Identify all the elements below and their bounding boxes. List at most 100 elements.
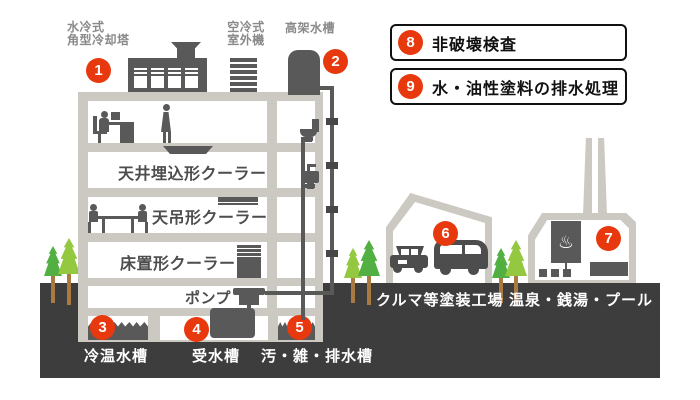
- tree-trunk: [51, 264, 55, 303]
- car-van-wheel: [468, 264, 479, 275]
- shaft-f5: [277, 286, 315, 308]
- tree-icon: [358, 240, 380, 305]
- outdoor-unit-label-line2: 室外機: [227, 33, 265, 47]
- tree-icon: [44, 246, 62, 303]
- badge-receiving-tank: 4: [184, 317, 209, 342]
- tree-icon: [492, 248, 510, 303]
- waste-water-tank-label: 汚・雑・排水槽: [261, 348, 374, 365]
- car-sedan-icon: [396, 246, 424, 257]
- car-van-window: [465, 245, 481, 254]
- onsen-label: 温泉・銭湯・プール: [509, 292, 654, 309]
- info-box-ndt: 8 非破壊検査: [390, 24, 627, 61]
- badge-elevated-tank: 2: [323, 49, 348, 74]
- ceiling-embedded-cooler-icon: [163, 146, 213, 154]
- pump-icon: [233, 288, 265, 295]
- floor-standing-cooler-icon: [237, 245, 261, 278]
- standing-person-icon: [163, 104, 170, 111]
- seated-person-icon: [139, 204, 146, 211]
- sink-icon: [307, 164, 310, 171]
- outdoor-unit-icon: [230, 56, 257, 92]
- onsen-mark-icon: ♨: [557, 232, 575, 252]
- badge-ndt: 8: [398, 30, 423, 55]
- info-box-paint-wastewater: 9 水・油性塗料の排水処理: [390, 68, 627, 105]
- ndt-label: 非破壊検査: [432, 36, 518, 54]
- shaft-f3: [277, 197, 315, 233]
- elevated-tank-icon: [288, 50, 320, 95]
- tree-foliage: [358, 240, 380, 276]
- pump-label: ポンプ: [185, 290, 232, 307]
- cooling-tower-cell: [168, 66, 181, 88]
- badge-paint-factory: 6: [433, 221, 458, 246]
- sink-basin: [302, 171, 319, 183]
- tree-foliage: [505, 240, 527, 276]
- cooling-tower-cell: [185, 66, 198, 88]
- badge-waste-water-tank: 5: [287, 315, 312, 340]
- desk-top: [108, 122, 134, 125]
- cooling-tower-stack-flange: [171, 42, 201, 50]
- badge-cooling-tower: 1: [86, 58, 111, 83]
- outdoor-unit-label: 空冷式 室外機: [220, 21, 272, 47]
- office-chair: [93, 116, 97, 134]
- cooling-tower-label: 水冷式 角型冷却塔: [67, 21, 130, 47]
- seated-person-body: [89, 211, 98, 222]
- cooling-tower-label-line2: 角型冷却塔: [67, 33, 130, 47]
- toilet-icon: [312, 119, 319, 132]
- office-chair-seat: [93, 131, 107, 134]
- drain-pipe: [301, 137, 305, 320]
- tree-icon: [344, 248, 362, 303]
- onsen-chimney: [583, 138, 607, 215]
- car-sedan-window: [411, 249, 418, 255]
- tree-foliage: [58, 238, 80, 274]
- outdoor-unit-label-line1: 空冷式: [227, 20, 265, 34]
- badge-paint-wastewater: 9: [398, 74, 423, 99]
- drain-toilet-branch: [301, 137, 313, 141]
- chair-leg: [88, 222, 91, 233]
- cooling-tower-stack: [177, 48, 195, 60]
- chair-leg: [145, 222, 148, 233]
- onsen-locker: [551, 269, 559, 277]
- car-sedan-plate: [398, 260, 407, 264]
- cooling-tower-cell: [134, 66, 147, 88]
- car-sedan-wheel: [414, 264, 423, 273]
- onsen-counter: [590, 262, 628, 276]
- tree-trunk: [499, 266, 503, 303]
- standing-person-leg: [163, 132, 166, 143]
- drain-sink-branch: [301, 184, 315, 188]
- cold-hot-water-tank-label: 冷温水槽: [84, 348, 149, 365]
- receiving-tank-label: 受水槽: [192, 348, 241, 365]
- tree-trunk: [67, 260, 71, 305]
- noren-curtain-icon: ♨: [551, 221, 581, 263]
- sink-spout: [307, 164, 316, 167]
- monitor-icon: [111, 112, 120, 120]
- room-pump: [88, 286, 267, 308]
- paint-factory-label: クルマ等塗装工場: [376, 292, 504, 309]
- pipe-joint: [326, 162, 338, 169]
- pipe-joint: [326, 118, 338, 125]
- meeting-table-leg: [102, 219, 105, 233]
- paint-wastewater-label: 水・油性塗料の排水処理: [432, 80, 620, 98]
- tree-trunk: [514, 262, 518, 305]
- pipe-joint: [326, 250, 338, 257]
- supply-pipe-vertical: [330, 86, 334, 295]
- office-chair-post: [98, 134, 101, 143]
- badge-onsen: 7: [596, 226, 621, 251]
- tree-icon: [58, 238, 80, 305]
- elevated-tank-label: 高架水槽: [285, 21, 336, 35]
- meeting-table-icon: [98, 216, 138, 219]
- ceiling-embedded-cooler-label: 天井埋込形クーラー: [118, 166, 267, 183]
- cooling-tower-cell: [151, 66, 164, 88]
- ceiling-suspended-cooler-icon: [218, 197, 258, 205]
- car-van-wheel: [440, 264, 451, 275]
- desk-worker-body: [99, 118, 109, 132]
- car-van-window: [440, 245, 462, 254]
- seated-person-body: [138, 211, 147, 222]
- meeting-table-leg: [131, 219, 134, 233]
- room-ceiling-embedded: [88, 152, 267, 188]
- supply-pipe: [316, 86, 334, 90]
- pipe-joint: [326, 206, 338, 213]
- noren-string: [565, 263, 567, 272]
- ceiling-suspended-cooler-label: 天吊形クーラー: [152, 210, 268, 227]
- pump-down-pipe: [247, 303, 251, 315]
- supply-pipe-to-pump: [265, 291, 334, 295]
